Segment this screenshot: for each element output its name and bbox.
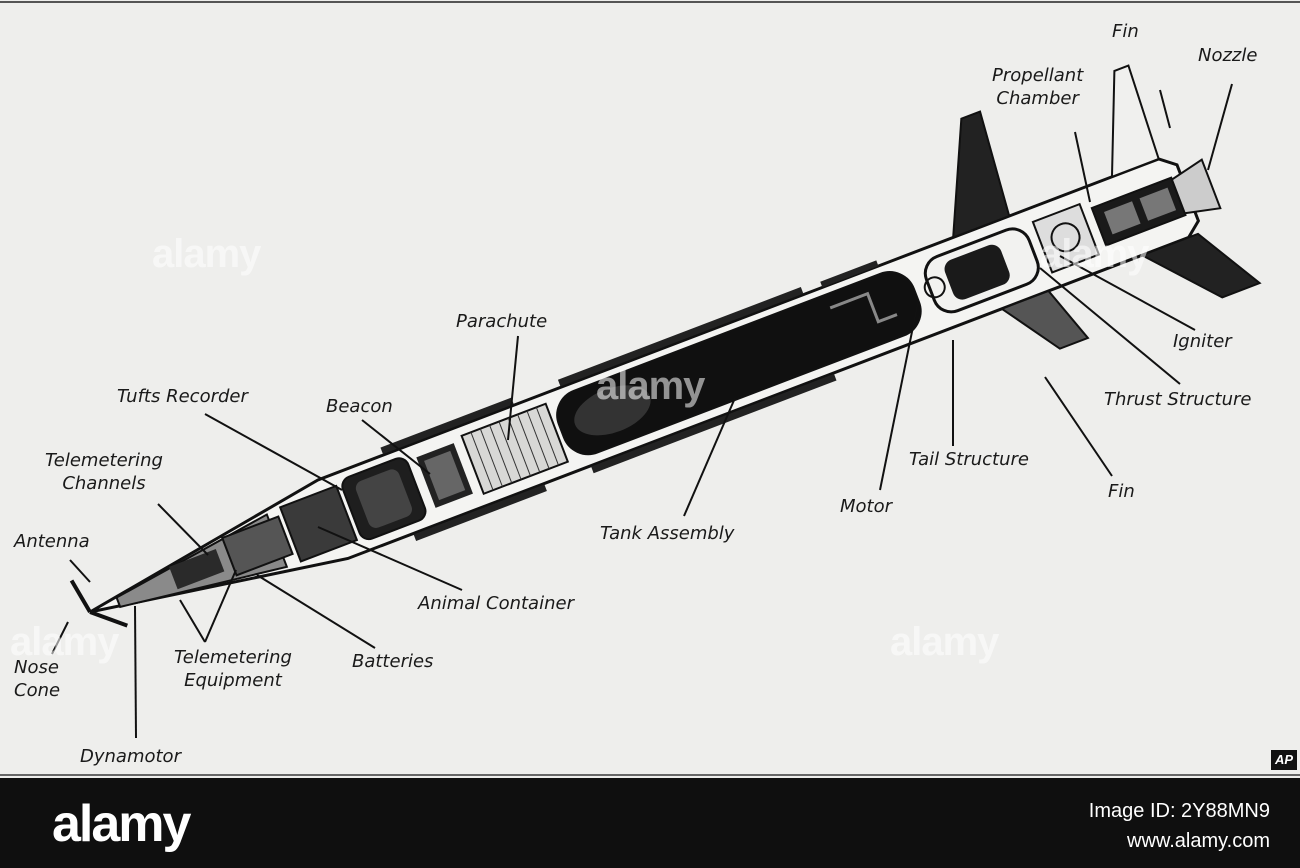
label-batteries: Batteries [352, 651, 434, 672]
label-motor: Motor [840, 496, 893, 517]
label-tank-assembly: Tank Assembly [600, 523, 735, 544]
label-igniter: Igniter [1173, 331, 1232, 352]
label-parachute: Parachute [456, 311, 548, 332]
label-telemetering-channels: Telemetering Channels [45, 450, 163, 494]
label-animal-container: Animal Container [418, 593, 574, 614]
label-thrust-structure: Thrust Structure [1104, 389, 1252, 410]
label-fin-bottom: Fin [1108, 481, 1135, 502]
label-dynamotor: Dynamotor [80, 746, 181, 767]
rocket-cutaway-drawing [0, 1, 1300, 776]
label-nozzle: Nozzle [1198, 45, 1258, 66]
watermark: alamy [10, 620, 119, 664]
label-antenna: Antenna [14, 531, 90, 552]
label-telemetering-equipment: Telemetering Equipment [174, 647, 292, 691]
watermark: alamy [596, 364, 705, 408]
alamy-logo[interactable]: alamy [52, 795, 191, 853]
site-url-link[interactable]: www.alamy.com [1127, 830, 1270, 852]
stock-info-bar [0, 778, 1300, 868]
label-tufts-recorder: Tufts Recorder [117, 386, 248, 407]
watermark: alamy [152, 232, 261, 276]
label-beacon: Beacon [326, 396, 393, 417]
leader-lines [51, 83, 1233, 739]
label-fin-top: Fin [1112, 21, 1139, 42]
image-id-text: Image ID: 2Y88MN9 [1088, 800, 1270, 822]
label-tail-structure: Tail Structure [909, 449, 1029, 470]
watermark: alamy [890, 620, 999, 664]
label-nose-cone: Nose Cone [14, 657, 61, 701]
label-propellant-chamber: Propellant Chamber [992, 65, 1084, 109]
rocket-cutaway-photo: Fin Nozzle Propellant Chamber Parachute … [0, 0, 1300, 778]
watermark: alamy [1040, 232, 1149, 276]
ap-credit-logo: AP [1271, 750, 1297, 770]
